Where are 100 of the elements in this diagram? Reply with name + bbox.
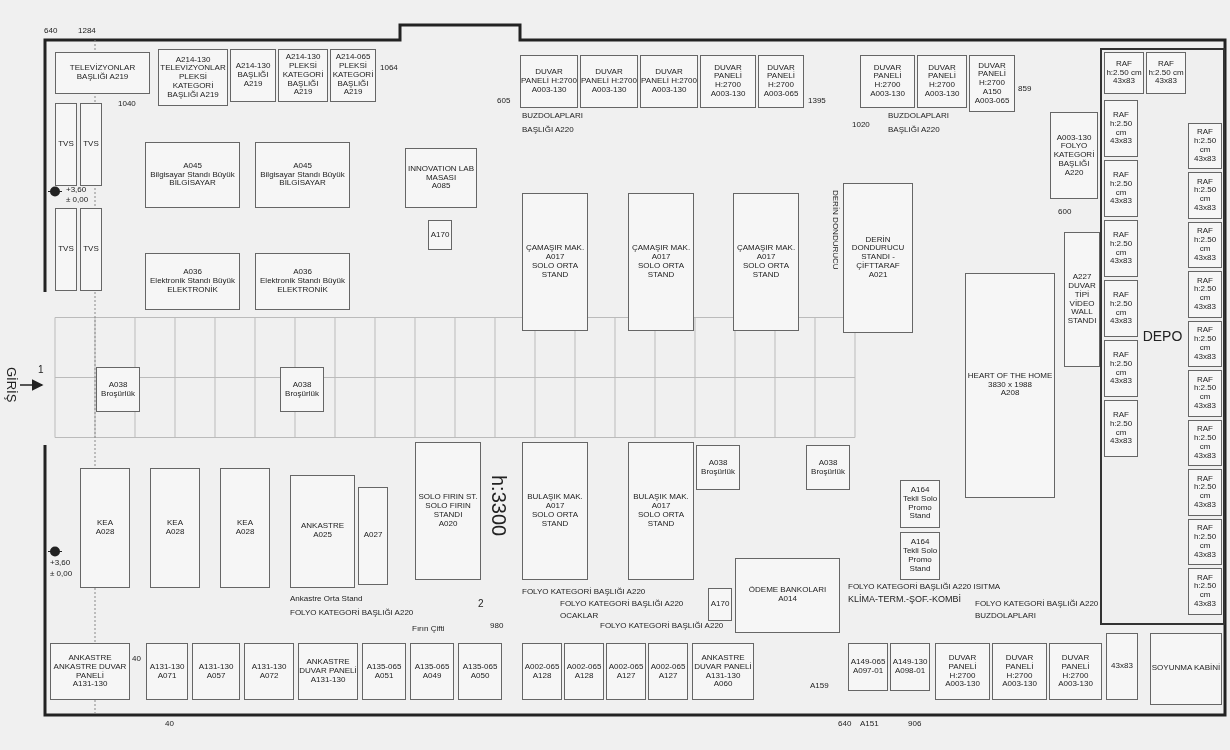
unit-label: RAF h:2.50 cm bbox=[1192, 375, 1218, 403]
display-stand bbox=[96, 367, 140, 412]
wall-panel bbox=[1064, 232, 1100, 367]
shelf-unit bbox=[1104, 400, 1138, 457]
wall-panel bbox=[648, 643, 688, 700]
display-stand bbox=[290, 475, 355, 588]
unit-label: 43x83 bbox=[1194, 303, 1216, 312]
dimension-label: 40 bbox=[132, 655, 141, 664]
unit-label: A028 bbox=[165, 527, 185, 537]
wall-panel bbox=[50, 643, 130, 700]
unit-label: DUVAR TİPİ VİDEO WALL STANDI bbox=[1066, 281, 1098, 326]
unit-label: DUVAR PANELİ H:2700 bbox=[581, 68, 637, 86]
unit-label: A131-130 bbox=[149, 662, 185, 672]
unit-label: ÇAMAŞIR MAK. bbox=[631, 244, 691, 254]
unit-label: 43x83 bbox=[1194, 550, 1216, 560]
unit-label: Tekli Solo Promo Stand bbox=[901, 547, 939, 574]
unit-label: 43x83 bbox=[1155, 77, 1177, 87]
unit-label: A002-065 bbox=[650, 662, 686, 672]
wall-panel bbox=[758, 55, 804, 108]
unit-label: ELEKTRONİK bbox=[167, 285, 218, 295]
display-stand bbox=[428, 220, 452, 250]
plan-label: Ankastre Orta Stand bbox=[290, 595, 363, 604]
unit-label: Broşürlük bbox=[701, 467, 735, 477]
unit-label: SOLO ORTA STAND bbox=[531, 511, 579, 529]
unit-label: BAŞLIĞI A219 bbox=[76, 73, 129, 82]
unit-label: TELEVİZYONLAR bbox=[160, 64, 226, 73]
unit-label: A025 bbox=[313, 531, 332, 541]
unit-label: DERİN DONDURUCU STANDI - ÇİFTTARAF bbox=[850, 235, 906, 271]
unit-label: RAF h:2.50 cm bbox=[1108, 350, 1134, 378]
unit-label: PLEKSİ KATEGORİ BAŞLIĞI A219 bbox=[281, 62, 325, 98]
dimension-label: 1020 bbox=[852, 121, 870, 130]
unit-label: A135-065 bbox=[462, 662, 498, 672]
unit-label: DUVAR PANELİ H:2700 bbox=[947, 653, 978, 681]
display-stand bbox=[806, 445, 850, 490]
unit-label: A003-130 bbox=[531, 85, 567, 95]
wall-panel bbox=[192, 643, 240, 700]
unit-label: A003-130 bbox=[651, 85, 687, 95]
unit-label: TVS bbox=[58, 139, 74, 149]
unit-label: A214-130 bbox=[285, 53, 321, 62]
wall-panel bbox=[522, 643, 562, 700]
dimension-label: 640 bbox=[838, 719, 852, 729]
storage-room bbox=[1100, 47, 1225, 625]
unit-label: TVS bbox=[83, 244, 99, 254]
unit-label: A072 bbox=[259, 671, 279, 681]
plan-label: h:3300 bbox=[488, 475, 510, 537]
unit-label: A003-130 bbox=[710, 90, 746, 99]
unit-label: A014 bbox=[778, 595, 797, 604]
unit-label: PLEKSİ KATEGORİ BAŞLIĞI A219 bbox=[331, 62, 375, 98]
unit-label: FOLYO KATEGORİ BAŞLIĞI A220 bbox=[1052, 142, 1096, 178]
unit-label: ÖDEME BANKOLARI bbox=[748, 586, 827, 595]
unit-label: A149-130 bbox=[892, 658, 928, 667]
unit-label: A017 bbox=[545, 502, 565, 511]
display-stand bbox=[220, 467, 270, 588]
dimension-label: 1 bbox=[38, 364, 44, 375]
unit-label: A135-065 bbox=[366, 662, 402, 672]
unit-label: RAF h:2.50 cm bbox=[1108, 290, 1134, 318]
dimension-label: 600 bbox=[1058, 208, 1072, 217]
unit-label: A164 bbox=[910, 485, 930, 495]
shelf-unit bbox=[1104, 100, 1138, 157]
dimension-label: 1040 bbox=[118, 100, 136, 109]
unit-label: A135-065 bbox=[414, 662, 450, 672]
unit-label: A003-065 bbox=[763, 90, 799, 99]
unit-label: RAF h:2.50 cm bbox=[1192, 276, 1218, 304]
wall-panel bbox=[410, 643, 454, 700]
unit-label: RAF h:2.50 cm bbox=[1108, 410, 1134, 438]
wall-panel bbox=[1050, 112, 1098, 199]
unit-label: RAF h:2.50 cm bbox=[1192, 573, 1218, 601]
unit-label: RAF h:2.50 cm bbox=[1105, 59, 1143, 78]
wall-panel bbox=[362, 643, 406, 700]
unit-label: A002-065 bbox=[524, 662, 560, 672]
unit-label: A097-01 bbox=[852, 667, 884, 676]
unit-label: A020 bbox=[438, 519, 458, 529]
unit-label: SOLO ORTA STAND bbox=[742, 262, 790, 280]
shelf-unit bbox=[1188, 122, 1222, 169]
shelf-unit bbox=[1188, 221, 1222, 268]
unit-label: 43x83 bbox=[1194, 204, 1216, 213]
unit-label: A002-065 bbox=[608, 662, 644, 672]
dimension-label: +3,60 bbox=[50, 559, 71, 568]
unit-label: 43x83 bbox=[1194, 352, 1216, 362]
display-stand bbox=[628, 442, 694, 580]
shelf-unit bbox=[1104, 340, 1138, 397]
unit-label: TELEVİZYONLAR bbox=[69, 64, 136, 73]
unit-label: DUVAR PANELİ H:2700 bbox=[977, 61, 1007, 88]
display-stand bbox=[733, 193, 799, 331]
unit-label: KEA bbox=[237, 518, 253, 528]
unit-label: KEA bbox=[167, 518, 183, 528]
shelf-unit bbox=[1188, 469, 1222, 516]
unit-label: A050 bbox=[470, 671, 490, 681]
unit-label: BULAŞIK MAK. bbox=[527, 493, 583, 503]
dimension-label: 906 bbox=[908, 719, 922, 729]
unit-label: A128 bbox=[574, 671, 594, 681]
unit-label: A127 bbox=[658, 671, 678, 681]
dimension-label: 2 bbox=[478, 598, 484, 609]
unit-label: A131-130 bbox=[705, 671, 741, 681]
plan-label: KLİMA-TERM.-ŞOF.-KOMBİ bbox=[848, 595, 961, 605]
unit-label: A003-130 bbox=[1058, 680, 1093, 690]
unit-label: A098-01 bbox=[894, 667, 926, 676]
unit-label: A214-130 bbox=[235, 62, 271, 71]
unit-label: 43x83 bbox=[1194, 253, 1216, 263]
unit-label: 43x83 bbox=[1111, 661, 1133, 671]
